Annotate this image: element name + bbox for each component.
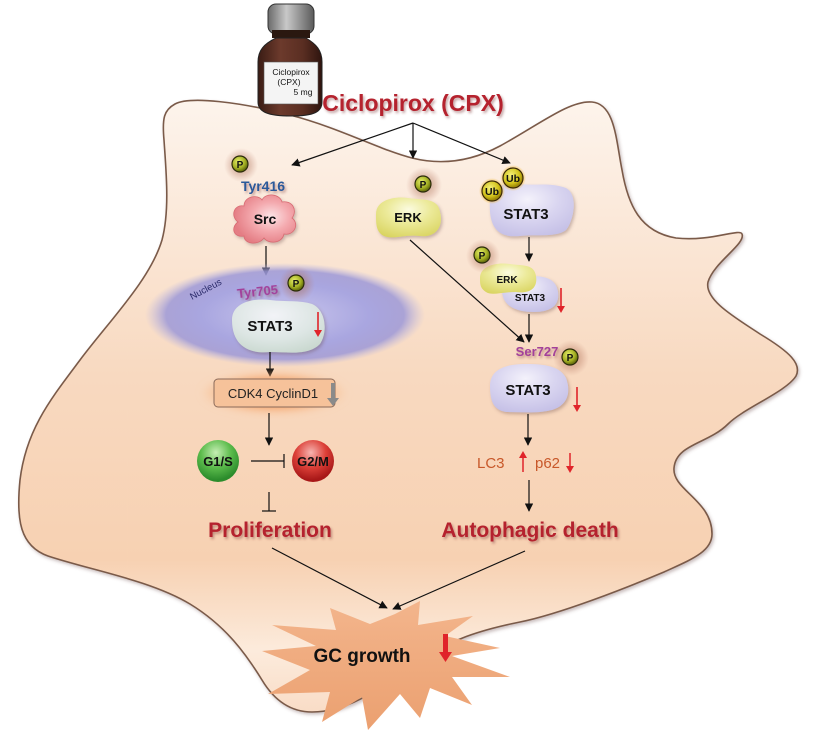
arrow-to-stat3-ub [412, 122, 511, 165]
erk-kinase [376, 197, 442, 238]
stat3-label: STAT3 [247, 318, 292, 335]
drug-branch-arrows [291, 122, 511, 167]
complex-down-arrowhead-icon [557, 306, 565, 313]
site-tyr416: Tyr416 [241, 178, 285, 194]
stat3-nuclear [232, 299, 325, 353]
g1s-label: G1/S [203, 454, 233, 469]
g1s-phase [197, 440, 239, 482]
ubiquitin-1: Ub [479, 178, 505, 204]
phospho-label: P [237, 160, 244, 171]
phospho-label: P [420, 180, 427, 191]
gc-growth-down-arrow-icon [443, 634, 448, 656]
cell-membrane [17, 99, 799, 713]
arrow-erk-to-ser727 [409, 239, 525, 343]
src-label: Src [254, 211, 277, 227]
gc-growth-down-arrowhead-icon [439, 652, 452, 662]
site-ser727: Ser727 [516, 344, 559, 359]
bottle-label-line2: (CPX) [277, 77, 300, 87]
drug-title: Ciclopirox (CPX) [322, 90, 503, 116]
cdk4-down-arrow-icon [327, 383, 339, 406]
bottle-label-line1: Ciclopirox [272, 67, 310, 77]
g2m-label: G2/M [297, 454, 329, 469]
ubiquitin-label: Ub [506, 173, 520, 185]
phospho-tyr705: P [279, 266, 315, 302]
stat3-ser727-down-arrowhead-icon [573, 405, 581, 412]
stat3-ubiquitinated [489, 183, 574, 237]
lc3-up-arrowhead-icon [519, 451, 527, 458]
phospho-complex: P [466, 239, 500, 273]
lc3-label: LC3 [477, 455, 505, 472]
arrow-autophagy-to-growth [392, 550, 526, 610]
stat3-ub-label: STAT3 [503, 206, 548, 223]
stat3-down-arrowhead-icon [314, 330, 322, 337]
cell [17, 99, 799, 713]
gc-growth-label: GC growth [313, 646, 410, 667]
phospho-label: P [293, 279, 300, 290]
proliferation-label: Proliferation [208, 519, 332, 542]
gc-growth-burst [262, 601, 510, 730]
arrow-proliferation-to-growth [271, 547, 388, 609]
stat3-ser727-label: STAT3 [505, 382, 550, 399]
complex-stat3-label: STAT3 [515, 293, 546, 304]
bottle-label-line3: 5 mg [294, 87, 313, 97]
phospho-ser727: P [553, 340, 589, 376]
cdk4-cyclind1-label: CDK4 CyclinD1 [228, 386, 318, 401]
src-kinase [233, 194, 297, 244]
ubiquitin-label: Ub [485, 186, 499, 198]
phospho-tyr416: P [224, 148, 258, 182]
phospho-label: P [479, 251, 486, 262]
p62-down-arrowhead-icon [566, 466, 574, 473]
p62-label: p62 [535, 455, 560, 472]
site-tyr705: Tyr705 [236, 282, 278, 301]
g2m-phase [292, 440, 334, 482]
stat3-ser727 [490, 364, 569, 413]
phospho-label: P [567, 353, 574, 364]
arrow-to-src [291, 122, 414, 167]
complex-erk-label: ERK [496, 275, 518, 286]
ubiquitin-2: Ub [500, 165, 526, 191]
drug-bottle: Ciclopirox (CPX) 5 mg [257, 3, 323, 117]
phospho-erk: P [406, 167, 442, 203]
erk-label: ERK [394, 210, 422, 225]
complex-erk [480, 263, 537, 294]
autophagic-death-label: Autophagic death [441, 519, 618, 542]
